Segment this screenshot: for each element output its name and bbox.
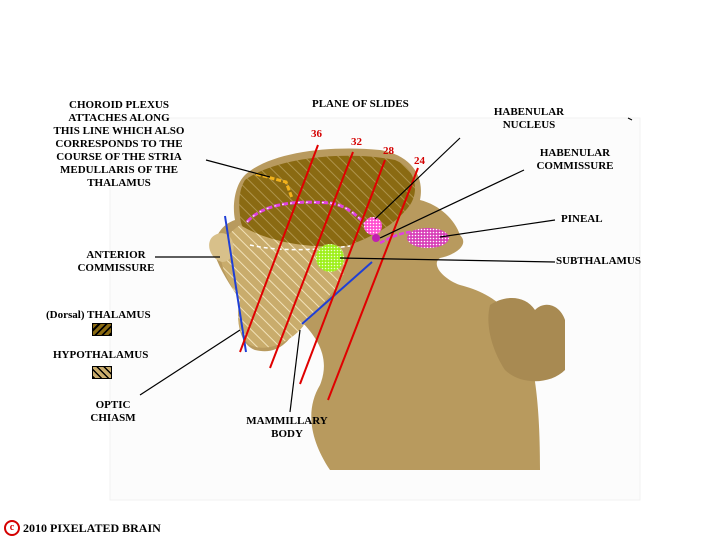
slide-number-28: 28: [383, 145, 394, 157]
subthalamus-label: SUBTHALAMUS: [556, 255, 641, 267]
copyright-icon: c: [4, 520, 20, 536]
thalamus-boundary: [249, 244, 351, 251]
habenular-nucleus-mark: [364, 217, 382, 235]
slide-line-24: [327, 167, 419, 401]
copyright-footer: c 2010 PIXELATED BRAIN: [4, 520, 161, 536]
blue-line-right: [301, 261, 373, 325]
habenular-commissure-mark: [372, 234, 380, 242]
legend-thalamus-swatch: [92, 323, 112, 336]
optic-chiasm-label: OPTIC CHIASM: [90, 399, 136, 424]
legend-thalamus-label: (Dorsal) THALAMUS: [46, 309, 151, 321]
copyright-text: 2010 PIXELATED BRAIN: [23, 520, 161, 535]
pineal-mark: [407, 228, 449, 248]
slide-line-36: [239, 144, 319, 353]
anterior-commissure-shape: [209, 233, 234, 262]
plane-of-slides-label: PLANE OF SLIDES: [312, 98, 409, 110]
leader-lines: [139, 137, 556, 413]
commissure-curve: [379, 230, 423, 245]
slide-number-24: 24: [414, 155, 425, 167]
choroid-plexus-label: CHOROID PLEXUS ATTACHES ALONG THIS LINE …: [53, 99, 185, 189]
slide-line-32: [269, 151, 354, 369]
subthalamus-mark: [316, 244, 344, 272]
slide-lines: [239, 144, 419, 401]
blue-line-left: [224, 215, 247, 353]
mammillary-body-label: MAMMILLARY BODY: [246, 415, 328, 440]
pineal-label: PINEAL: [561, 213, 603, 225]
slide-number-32: 32: [351, 136, 362, 148]
habenular-nucleus-label: HABENULAR NUCLEUS: [493, 106, 565, 131]
habenular-commissure-label: HABENULAR COMMISSURE: [536, 147, 614, 172]
slide-number-36: 36: [311, 128, 322, 140]
choroid-plexus-line: [255, 172, 294, 199]
legend-hypothalamus-label: HYPOTHALAMUS: [53, 349, 149, 361]
legend-hypothalamus-swatch: [92, 366, 112, 379]
anterior-commissure-label: ANTERIOR COMMISSURE: [77, 249, 155, 274]
slide-line-28: [299, 159, 386, 385]
